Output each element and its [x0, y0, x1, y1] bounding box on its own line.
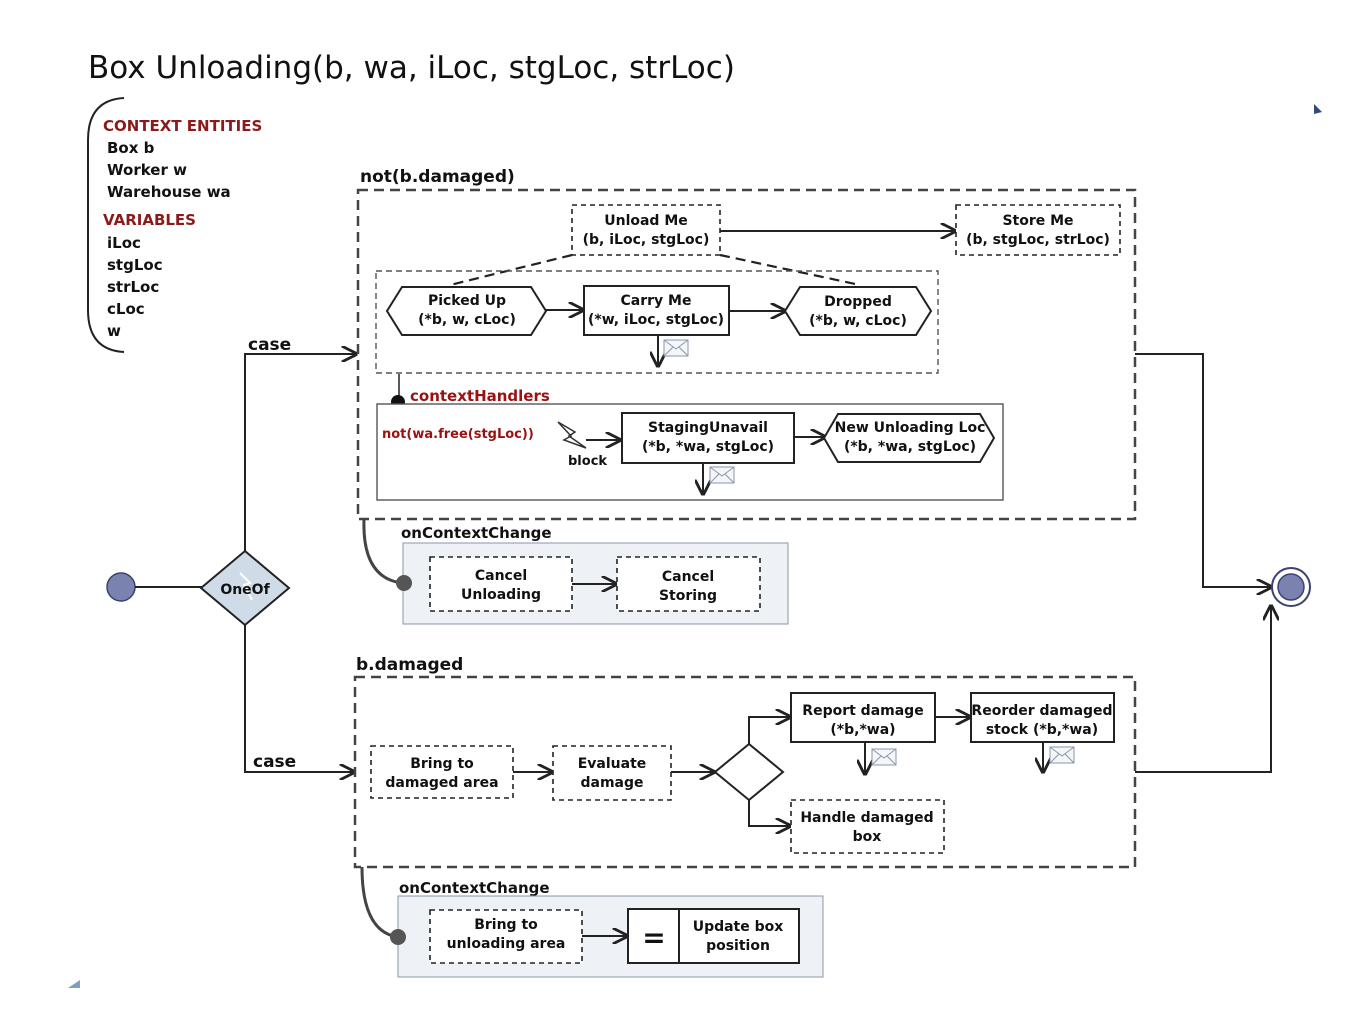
branch2-container	[353, 675, 1137, 869]
on-context-change-label-1: onContextChange	[401, 524, 552, 542]
variable-strloc: strLoc	[107, 278, 159, 296]
store-me-label: Store Me	[1002, 213, 1073, 229]
handle-damaged-box-task	[790, 799, 945, 854]
unload-me-params: (b, iLoc, stgLoc)	[583, 232, 710, 248]
decision-to-handle-arrow	[748, 800, 790, 826]
branch1-container	[356, 188, 1137, 521]
update-box-label: Update box	[693, 919, 784, 935]
unload-me-task	[571, 204, 721, 256]
case-label-bottom: case	[253, 752, 296, 772]
branch1-condition: not(b.damaged)	[360, 167, 515, 187]
variable-stgloc: stgLoc	[107, 256, 163, 274]
report-damage-label: Report damage	[802, 703, 923, 719]
bring-to-damaged-task	[370, 745, 514, 799]
cancel-unloading-label: Cancel	[475, 568, 527, 584]
on-change-connector-1	[362, 518, 403, 585]
case-connector-top	[244, 354, 356, 551]
corner-marker-icon	[1314, 104, 1322, 114]
bring-to-unloading-label-2: unloading area	[447, 936, 566, 952]
handler-condition: not(wa.free(stgLoc))	[382, 427, 534, 442]
bring-to-damaged-label-2: damaged area	[385, 775, 498, 791]
diagram-title: Box Unloading(b, wa, iLoc, stgLoc, strLo…	[88, 50, 735, 86]
dropped-label: Dropped	[824, 294, 892, 310]
picked-up-params: (*b, w, cLoc)	[418, 312, 516, 328]
staging-unavail-label: StagingUnavail	[648, 420, 768, 436]
cancel-storing-task	[616, 556, 761, 612]
on-change-dot-1	[396, 575, 412, 591]
corner-marker-icon	[68, 980, 80, 988]
variable-cloc: cLoc	[107, 300, 145, 318]
bring-to-unloading-task	[429, 909, 583, 964]
gateway-label: OneOf	[220, 582, 270, 598]
unload-me-label: Unload Me	[604, 213, 688, 229]
store-me-params: (b, stgLoc, strLoc)	[966, 232, 1110, 248]
context-brace	[87, 97, 125, 353]
end-event-inner	[1277, 573, 1305, 601]
cancel-unloading-label-2: Unloading	[461, 587, 541, 603]
evaluate-damage-task	[552, 745, 672, 801]
variable-iloc: iLoc	[107, 234, 141, 252]
on-context-change-label-2: onContextChange	[399, 879, 550, 897]
evaluate-damage-label: Evaluate	[578, 756, 647, 772]
entity-worker: Worker w	[107, 161, 187, 179]
expansion-line-left	[449, 253, 573, 287]
cancel-unloading-task	[429, 556, 573, 612]
variable-w: w	[107, 322, 121, 340]
store-me-task	[955, 204, 1121, 256]
carry-me-params: (*w, iLoc, stgLoc)	[588, 312, 724, 328]
update-box-position-task	[627, 908, 800, 964]
context-handlers-label: contextHandlers	[410, 387, 550, 405]
message-envelope-icon	[663, 339, 689, 357]
update-box-label-2: position	[706, 938, 770, 954]
case-connector-bottom	[244, 625, 354, 772]
variables-heading: VARIABLES	[103, 211, 196, 229]
new-unloading-loc-event	[822, 413, 996, 463]
staging-unavail-task	[621, 412, 795, 464]
new-unloading-loc-params: (*b, *wa, stgLoc)	[844, 439, 976, 455]
picked-up-event	[385, 286, 548, 336]
staging-unavail-params: (*b, *wa, stgLoc)	[642, 439, 774, 455]
new-unloading-loc-label: New Unloading Loc	[835, 420, 986, 436]
case-label-top: case	[248, 335, 291, 355]
on-change-connector-2	[360, 866, 399, 939]
damage-decision-gateway	[713, 742, 785, 802]
cancel-storing-label-2: Storing	[659, 588, 717, 604]
bring-to-unloading-label: Bring to	[474, 917, 538, 933]
message-envelope-icon	[1049, 746, 1075, 764]
cancel-storing-label: Cancel	[662, 569, 714, 585]
handle-damaged-label: Handle damaged	[800, 810, 933, 826]
dropped-event	[783, 286, 933, 336]
branch2-to-end-connector	[1135, 606, 1271, 773]
evaluate-damage-label-2: damage	[580, 775, 643, 791]
on-change-dot-2	[390, 929, 406, 945]
decision-to-report-arrow	[748, 717, 790, 744]
carry-me-label: Carry Me	[621, 293, 692, 309]
lightning-icon	[557, 421, 587, 449]
reorder-stock-label: Reorder damaged	[971, 703, 1112, 719]
context-entities-heading: CONTEXT ENTITIES	[103, 117, 262, 135]
unload-subprocess	[375, 270, 939, 374]
start-event	[106, 572, 136, 602]
branch1-to-end-connector	[1135, 353, 1271, 587]
message-envelope-icon	[709, 466, 735, 484]
dropped-params: (*b, w, cLoc)	[809, 313, 907, 329]
lightning-icon	[239, 572, 253, 601]
equals-icon: =	[642, 921, 665, 954]
handle-damaged-label-2: box	[853, 829, 882, 845]
reorder-stock-params: stock (*b,*wa)	[986, 722, 1098, 738]
message-envelope-icon	[871, 748, 897, 766]
entity-warehouse: Warehouse wa	[107, 183, 231, 201]
carry-me-task	[583, 285, 730, 336]
branch2-condition: b.damaged	[356, 655, 463, 675]
expansion-line-right	[719, 253, 861, 287]
entity-box: Box b	[107, 139, 155, 157]
report-damage-params: (*b,*wa)	[830, 722, 895, 738]
report-damage-task	[790, 692, 936, 743]
block-label: block	[568, 454, 607, 469]
bring-to-damaged-label: Bring to	[410, 756, 474, 772]
picked-up-label: Picked Up	[428, 293, 506, 309]
